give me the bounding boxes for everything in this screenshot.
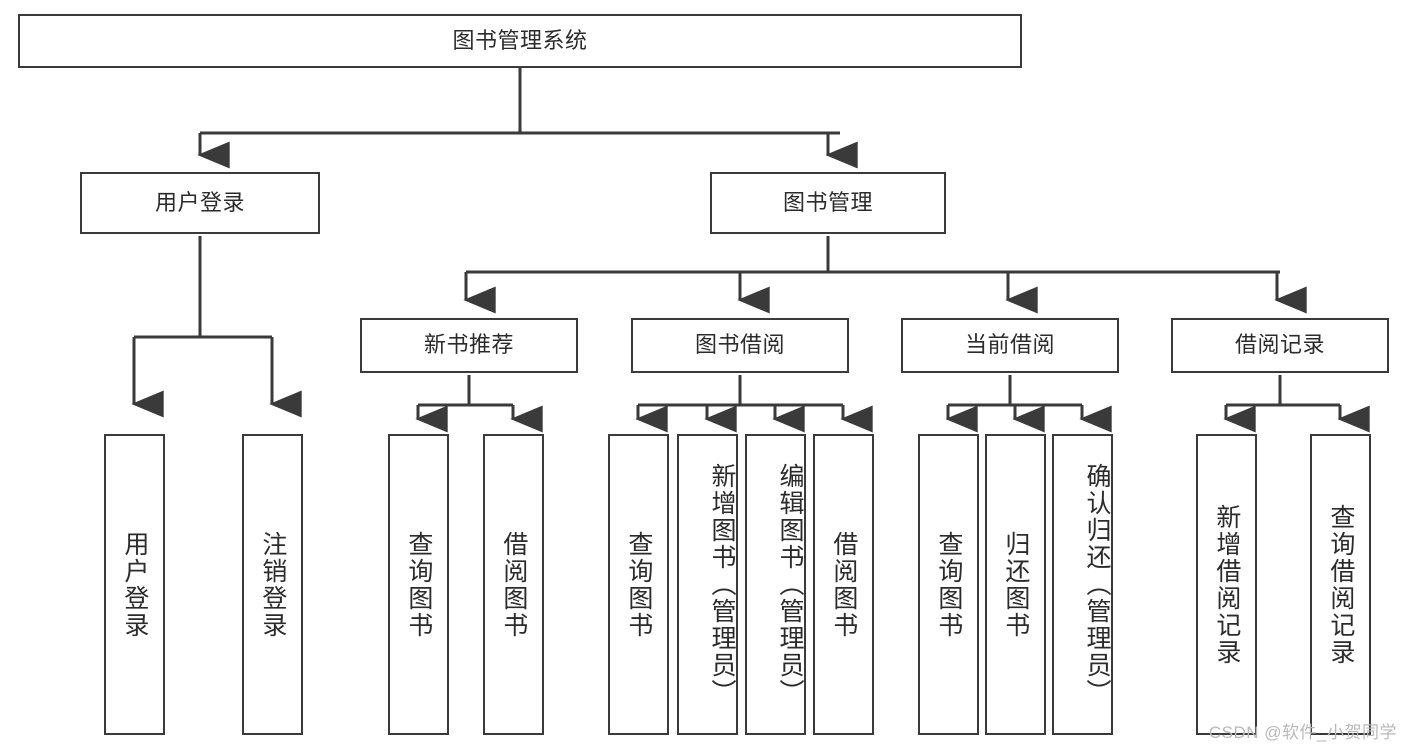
node-leaf-edit-book-label: 编辑图书（管理员） <box>776 463 804 706</box>
node-user-login[interactable]: 用户登录 <box>80 172 320 234</box>
node-book-borrow[interactable]: 图书借阅 <box>631 318 849 373</box>
node-leaf-confirm-return-label: 确认归还（管理员） <box>1083 463 1111 706</box>
node-user-login-label: 用户登录 <box>154 189 245 215</box>
node-leaf-add-record[interactable]: 新增借阅记录 <box>1196 434 1257 735</box>
node-leaf-query-record-label: 查询借阅记录 <box>1326 503 1355 666</box>
node-current-borrow[interactable]: 当前借阅 <box>901 318 1119 373</box>
node-new-book-rec-label: 新书推荐 <box>423 332 514 358</box>
node-leaf-query-book-1-label: 查询图书 <box>404 530 433 639</box>
node-borrow-record-label: 借阅记录 <box>1234 332 1325 358</box>
node-borrow-record[interactable]: 借阅记录 <box>1171 318 1389 373</box>
node-leaf-query-book-3-label: 查询图书 <box>934 530 963 639</box>
watermark: CSDN @软件_小贺同学 <box>1208 723 1397 742</box>
node-leaf-borrow-book-1[interactable]: 借阅图书 <box>483 434 544 735</box>
node-leaf-borrow-book-2[interactable]: 借阅图书 <box>813 434 874 735</box>
node-root-label: 图书管理系统 <box>452 27 588 53</box>
node-leaf-query-book-2[interactable]: 查询图书 <box>608 434 669 735</box>
node-current-borrow-label: 当前借阅 <box>964 332 1055 358</box>
node-leaf-return-book[interactable]: 归还图书 <box>985 434 1046 735</box>
node-leaf-query-book-1[interactable]: 查询图书 <box>388 434 449 735</box>
node-new-book-rec[interactable]: 新书推荐 <box>360 318 578 373</box>
node-leaf-query-book-2-label: 查询图书 <box>624 530 653 639</box>
node-leaf-edit-book[interactable]: 编辑图书（管理员） <box>745 434 806 735</box>
node-leaf-confirm-return[interactable]: 确认归还（管理员） <box>1052 434 1113 735</box>
node-leaf-logout-login-label: 注销登录 <box>258 530 287 639</box>
node-leaf-borrow-book-2-label: 借阅图书 <box>829 530 858 639</box>
node-leaf-user-login-label: 用户登录 <box>120 530 149 639</box>
node-leaf-user-login[interactable]: 用户登录 <box>104 434 165 735</box>
node-leaf-add-record-label: 新增借阅记录 <box>1212 503 1241 666</box>
node-leaf-logout-login[interactable]: 注销登录 <box>242 434 303 735</box>
node-book-manage-label: 图书管理 <box>782 189 873 215</box>
node-book-borrow-label: 图书借阅 <box>694 332 785 358</box>
node-leaf-return-book-label: 归还图书 <box>1001 530 1030 639</box>
node-book-manage[interactable]: 图书管理 <box>710 172 946 234</box>
node-leaf-add-book-label: 新增图书（管理员） <box>708 463 736 706</box>
node-leaf-query-book-3[interactable]: 查询图书 <box>918 434 979 735</box>
node-leaf-add-book[interactable]: 新增图书（管理员） <box>677 434 738 735</box>
node-leaf-borrow-book-1-label: 借阅图书 <box>499 530 528 639</box>
node-root[interactable]: 图书管理系统 <box>18 14 1022 68</box>
node-leaf-query-record[interactable]: 查询借阅记录 <box>1310 434 1371 735</box>
